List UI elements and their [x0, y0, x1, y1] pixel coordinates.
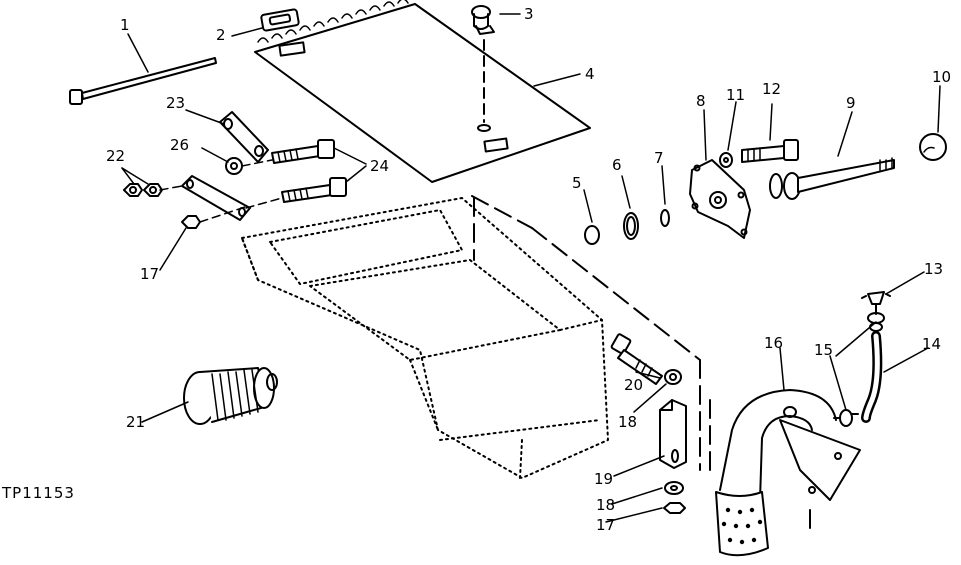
hose-clamp	[833, 409, 859, 427]
bolt-lower	[281, 177, 347, 203]
suction-pipe	[715, 389, 861, 557]
callout-labels: 1 2 3 4 5 6 7 8 9 10 11 12 13 14 15 16 1…	[106, 5, 951, 534]
leader-lines	[121, 13, 941, 523]
oring-7	[660, 209, 670, 227]
callout-15[interactable]: 15	[814, 341, 833, 359]
callout-16[interactable]: 16	[764, 334, 783, 352]
callout-13[interactable]: 13	[924, 260, 943, 278]
washer-26	[225, 157, 243, 175]
dipstick-tube	[769, 157, 895, 200]
callout-18-upper[interactable]: 18	[618, 413, 637, 431]
washer-18-lower	[664, 481, 684, 495]
long-bolt	[69, 57, 217, 105]
callout-12[interactable]: 12	[762, 80, 781, 98]
callout-23[interactable]: 23	[166, 94, 185, 112]
figure-reference-code: TP11153	[1, 484, 75, 502]
callout-8[interactable]: 8	[696, 92, 706, 110]
callout-5[interactable]: 5	[572, 174, 582, 192]
callout-1[interactable]: 1	[120, 16, 130, 34]
bracket-plate	[181, 175, 251, 221]
callout-26[interactable]: 26	[170, 136, 189, 154]
nut-17-lower	[663, 502, 686, 514]
callout-11[interactable]: 11	[726, 86, 745, 104]
callout-20[interactable]: 20	[624, 376, 643, 394]
hose	[861, 331, 883, 423]
washer-11	[719, 152, 733, 168]
callout-17-left[interactable]: 17	[140, 265, 159, 283]
callout-14[interactable]: 14	[922, 335, 941, 353]
callout-22[interactable]: 22	[106, 147, 125, 165]
callout-24[interactable]: 24	[370, 157, 389, 175]
callout-3[interactable]: 3	[524, 5, 534, 23]
nut-17-left	[181, 215, 201, 229]
oring-5	[584, 225, 600, 245]
bolt-upper	[271, 139, 335, 164]
strainer-holes	[721, 507, 763, 545]
cover-plate	[254, 0, 591, 183]
oring-6	[623, 212, 639, 240]
cover-plate-tabs	[257, 0, 409, 43]
callout-9[interactable]: 9	[846, 94, 856, 112]
ball	[919, 133, 947, 161]
mount-plate	[689, 159, 751, 239]
callout-7[interactable]: 7	[654, 149, 664, 167]
callout-6[interactable]: 6	[612, 156, 622, 174]
hose-fitting	[861, 291, 891, 332]
nut-22a	[123, 183, 143, 197]
oil-pan	[241, 197, 609, 479]
callout-2[interactable]: 2	[216, 26, 226, 44]
washer-18-upper	[664, 369, 682, 385]
fastener	[471, 5, 495, 35]
callout-21[interactable]: 21	[126, 413, 145, 431]
callout-19[interactable]: 19	[594, 470, 613, 488]
callout-4[interactable]: 4	[585, 65, 595, 83]
callout-18-lower[interactable]: 18	[596, 496, 615, 514]
oil-filter	[183, 367, 278, 425]
callout-17-lower[interactable]: 17	[596, 516, 615, 534]
grommet	[260, 8, 300, 32]
assembly-lines	[159, 159, 283, 223]
callout-10[interactable]: 10	[932, 68, 951, 86]
bracket-19	[659, 399, 687, 469]
gasket-outline	[471, 195, 811, 531]
link-bar	[219, 111, 269, 163]
screw-12	[741, 139, 799, 163]
